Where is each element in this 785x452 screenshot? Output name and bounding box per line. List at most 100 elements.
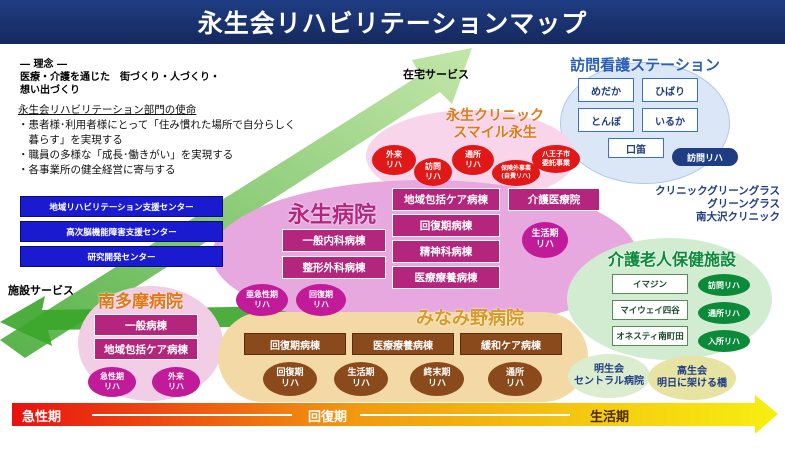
circle-label: 生活期 — [347, 368, 375, 378]
circle-label: 外来 — [168, 372, 184, 381]
circle-label: リハ — [386, 160, 402, 169]
center-button[interactable]: 高次脳機能障害支援センター — [20, 221, 223, 242]
care-medical-hospital[interactable]: 介護医療院 — [508, 188, 600, 211]
circle-label: リハ — [168, 382, 184, 391]
circle-label: 終末期 — [423, 368, 451, 378]
eisei-hospital-title: 永生病院 — [288, 203, 377, 228]
nursing-residential-rehab[interactable]: 入所リハ — [698, 330, 750, 352]
clinic-hachioji-service[interactable]: 八王子市 委託事業 — [532, 145, 580, 173]
circle-label: 亜急性期 — [246, 290, 278, 299]
circle-label: 回復期 — [309, 290, 333, 299]
ward-psychiatry[interactable]: 精神科病棟 — [392, 240, 500, 263]
philosophy: ― 理念 ― 医療・介護を通じた 街づくり・人づくり・ 想い出づくり — [20, 58, 220, 97]
timeline-recovery: 回復期 — [308, 410, 348, 425]
nursing-station[interactable]: 口笛 — [608, 138, 664, 158]
home-service-label: 在宅サービス — [403, 68, 469, 81]
ward-general[interactable]: 一般病棟 — [94, 314, 198, 336]
minamitama-title: 南多摩病院 — [98, 292, 183, 312]
circle-label: 訪問 — [425, 162, 441, 171]
timeline-line — [92, 414, 292, 416]
nursing-facility[interactable]: イマジン — [612, 274, 688, 294]
circle-label: (自費リハ) — [501, 173, 531, 180]
nursing-facility[interactable]: オネスティ南町田 — [612, 326, 688, 346]
bridge-facility[interactable]: 高生会 明日に架ける橋 — [648, 358, 736, 398]
nursing-station[interactable]: めだか — [578, 78, 634, 102]
clinic-outpatient-rehab[interactable]: 外来 リハ — [372, 145, 416, 175]
minamino-life-rehab[interactable]: 生活期 リハ — [334, 362, 388, 396]
mission-item: 暮らす」を実現する — [18, 134, 123, 146]
eisei-subacute-rehab[interactable]: 亜急性期 リハ — [236, 284, 288, 316]
circle-label: 通所 — [505, 368, 524, 378]
ward-palliative-care[interactable]: 緩和ケア病棟 — [460, 333, 562, 355]
mission-item: ・患者様･利用者様にとって「住み慣れた場所で自分らしく — [18, 119, 296, 131]
central-hospital-label: セントラル病院 — [574, 376, 644, 387]
circle-label: 八王子市 — [542, 150, 570, 158]
smile-clinic-title-line: 永生クリニック — [446, 108, 544, 124]
nursing-visiting-rehab[interactable]: 訪問リハ — [698, 274, 750, 296]
nursing-station[interactable]: とんぼ — [578, 108, 634, 132]
central-hospital-label: 明生会 — [594, 364, 624, 375]
circle-label: 外来 — [386, 150, 402, 159]
clinic-name: 南大沢クリニック — [696, 211, 780, 223]
ward-orthopedics[interactable]: 整形外科病棟 — [282, 256, 386, 279]
bridge-label: 明日に架ける橋 — [657, 378, 727, 389]
circle-label: リハ — [104, 382, 120, 391]
minamino-day-rehab[interactable]: 通所 リハ — [488, 362, 542, 396]
nursing-facility[interactable]: マイウェイ四谷 — [612, 300, 688, 320]
ward-medical-care[interactable]: 医療療養病棟 — [392, 266, 500, 289]
circle-label: リハ — [313, 300, 329, 309]
circle-label: リハ — [351, 379, 370, 389]
center-button[interactable]: 研究開発センター — [20, 246, 223, 267]
ward-general-medicine[interactable]: 一般内科病棟 — [282, 229, 386, 252]
center-button[interactable]: 地域リハビリテーション支援センター — [20, 196, 223, 217]
eisei-day-rehab[interactable]: 生活期 リハ — [522, 222, 568, 258]
circle-label: リハ — [254, 300, 270, 309]
home-service-arrow — [0, 48, 472, 358]
minamino-recovery-rehab[interactable]: 回復期 リハ — [263, 362, 317, 396]
bridge-area — [648, 356, 736, 400]
circle-label: リハ — [427, 379, 446, 389]
circle-label: リハ — [505, 379, 524, 389]
clinic-private-rehab[interactable]: 保険外事業 (自費リハ) — [492, 160, 540, 186]
clinic-visiting-rehab[interactable]: 訪問 リハ — [414, 158, 452, 186]
nursing-station[interactable]: いるか — [642, 108, 698, 132]
timeline-line — [360, 414, 570, 416]
ward-medical-care[interactable]: 医療療養病棟 — [352, 333, 454, 355]
minamino-title: みなみ野病院 — [416, 308, 524, 329]
philosophy-heading: ― 理念 ― — [20, 59, 67, 70]
clinic-day-rehab[interactable]: 通所 リハ — [452, 145, 494, 175]
bridge-label: 高生会 — [677, 366, 707, 377]
clinic-list: クリニックグリーングラス グリーングラス 南大沢クリニック — [630, 185, 780, 224]
circle-label: 保険外事業 — [500, 165, 531, 172]
ward-recovery[interactable]: 回復期病棟 — [392, 214, 500, 237]
central-hospital[interactable]: 明生会 セントラル病院 — [568, 356, 650, 396]
minamino-terminal-rehab[interactable]: 終末期 リハ — [410, 362, 464, 396]
visiting-nursing-title: 訪問看護ステーション — [570, 56, 720, 74]
nursing-station[interactable]: ひばり — [642, 78, 698, 102]
timeline-life: 生活期 — [590, 410, 630, 425]
nursing-day-rehab[interactable]: 通所リハ — [698, 302, 750, 324]
philosophy-line: 想い出づくり — [20, 85, 80, 96]
eisei-recovery-rehab[interactable]: 回復期 リハ — [296, 284, 346, 316]
mission-heading: 永生会リハビリテーション部門の使命 — [18, 104, 197, 116]
circle-label: 通所 — [465, 150, 481, 159]
circle-label: 委託事業 — [542, 159, 570, 167]
circle-label: リハ — [280, 379, 299, 389]
visiting-rehab-button[interactable]: 訪問リハ — [672, 148, 738, 166]
timeline-acute: 急性期 — [22, 410, 62, 425]
mission-item: ・職員の多様な「成長･働きがい」を実現する — [18, 149, 234, 161]
minamitama-outpatient-rehab[interactable]: 外来 リハ — [152, 367, 200, 397]
minamitama-acute-rehab[interactable]: 急性期 リハ — [88, 367, 136, 397]
ward-community-care[interactable]: 地域包括ケア病棟 — [94, 338, 198, 360]
ward-recovery[interactable]: 回復期病棟 — [244, 333, 346, 355]
circle-label: 急性期 — [100, 372, 124, 381]
facility-service-label: 施設サービス — [8, 284, 74, 297]
page-title: 永生会リハビリテーションマップ — [0, 0, 785, 44]
circle-label: 回復期 — [276, 368, 304, 378]
circle-label: 生活期 — [531, 229, 559, 239]
philosophy-line: 医療・介護を通じた 街づくり・人づくり・ — [20, 72, 220, 83]
smile-clinic-title: 永生クリニック スマイル永生 — [420, 108, 570, 142]
central-hospital-area — [568, 354, 650, 398]
ward-community-care[interactable]: 地域包括ケア病棟 — [392, 188, 500, 211]
clinic-name: グリーングラス — [707, 198, 780, 210]
